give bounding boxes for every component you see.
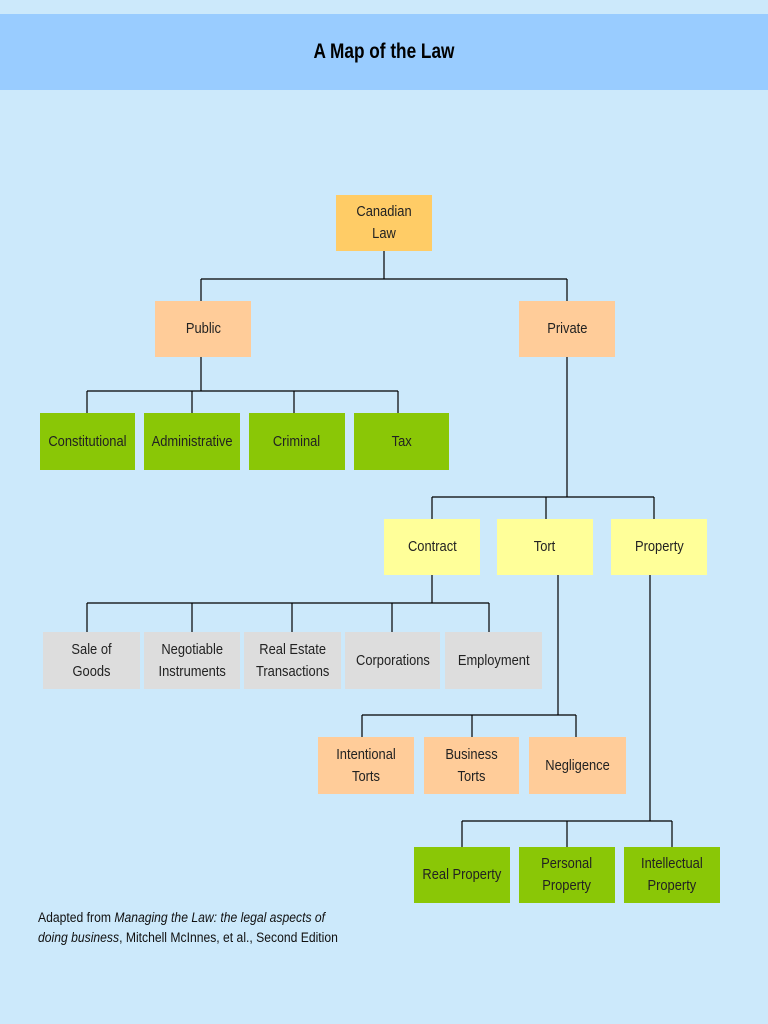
node-intentional-torts: Intentional Torts [318,737,414,794]
node-label: Administrative [151,432,233,450]
node-public: Public [155,301,251,357]
node-intellectual-property: Intellectual Property [624,847,720,903]
node-label: Employment [457,651,530,669]
node-label: Constitutional [48,432,127,450]
node-private: Private [519,301,615,357]
node-label: Private [546,320,588,337]
title-bar: A Map of the Law [0,14,768,90]
node-corporations: Corporations [345,632,440,689]
node-label: Contract [407,538,457,555]
node-sale-of-goods: Sale of Goods [43,632,140,689]
source-footnote: Adapted from Managing the Law: the legal… [38,908,358,948]
node-label: Tax [391,432,412,450]
node-label: Canadian Law [356,203,412,242]
node-tort: Tort [497,519,593,575]
node-property: Property [611,519,707,575]
node-business-torts: Business Torts [424,737,519,794]
node-label: Criminal [273,432,321,450]
node-label: Property [634,538,684,555]
node-real-estate-transactions: Real Estate Transactions [244,632,341,689]
node-negotiable-instruments: Negotiable Instruments [144,632,240,689]
node-employment: Employment [445,632,542,689]
page-title: A Map of the Law [313,40,455,63]
node-label: Tort [534,538,556,555]
node-label: Negotiable Instruments [158,640,226,680]
node-label: Real Property [422,866,502,883]
node-tax: Tax [354,413,449,470]
node-criminal: Criminal [249,413,345,470]
node-label: Personal Property [541,855,593,894]
node-negligence: Negligence [529,737,626,794]
node-administrative: Administrative [144,413,240,470]
node-label: Negligence [545,756,610,774]
footnote-suffix: , Mitchell McInnes, et al., Second Editi… [119,930,338,945]
node-label: Intentional Torts [336,745,396,785]
node-label: Public [185,320,221,337]
node-label: Sale of Goods [71,640,112,680]
node-label: Corporations [355,651,430,669]
node-contract: Contract [384,519,480,575]
footnote-prefix: Adapted from [38,910,115,925]
node-label: Business Torts [445,745,498,785]
node-real-property: Real Property [414,847,510,903]
node-constitutional: Constitutional [40,413,135,470]
node-label: Intellectual Property [641,855,703,894]
node-canadian-law: Canadian Law [336,195,432,251]
node-label: Real Estate Transactions [255,640,330,680]
footnote-book-title: Managing the Law: the legal aspects of d… [38,910,326,945]
node-personal-property: Personal Property [519,847,615,903]
